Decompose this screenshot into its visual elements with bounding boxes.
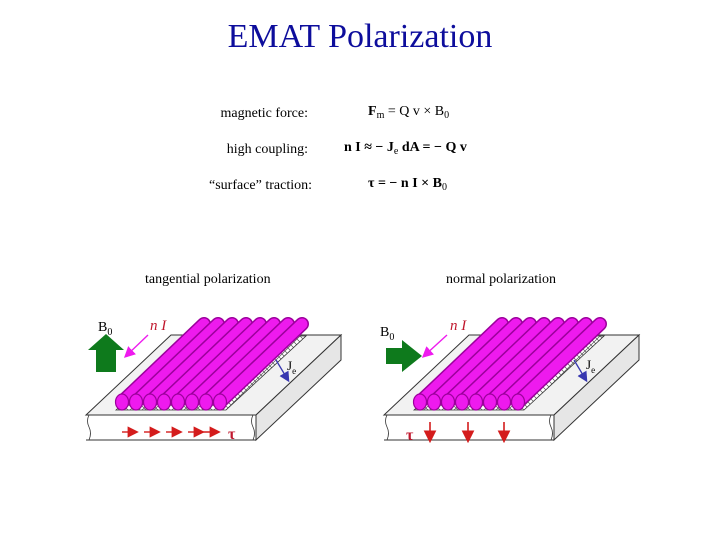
coil-wire-end xyxy=(482,393,498,411)
ni-label-right: n I xyxy=(450,318,467,334)
b0-arrow-right xyxy=(386,340,422,372)
coil-wire xyxy=(426,317,523,411)
coil-wire-end xyxy=(510,393,526,411)
coil-wire-end xyxy=(468,393,484,411)
coil-wire-body xyxy=(144,318,238,408)
b0-label-left: B0 xyxy=(98,320,112,338)
normal-polarization-label: normal polarization xyxy=(446,272,557,287)
break-mark-right xyxy=(251,414,255,441)
coil-wire xyxy=(170,317,267,411)
coil-wire-end xyxy=(426,393,442,411)
coil-wire-end xyxy=(170,393,186,411)
je-label-right: Je xyxy=(586,357,595,375)
coil-wire-body xyxy=(172,318,266,408)
eq1-lhs-sub: m xyxy=(376,110,385,121)
break-mark-right xyxy=(549,414,553,441)
coil-wire-end xyxy=(114,393,130,411)
break-mark-left xyxy=(87,414,91,441)
coil-wire xyxy=(496,317,593,411)
coil-wire xyxy=(156,317,253,411)
coil-wire-body xyxy=(484,318,578,408)
eq-high-coupling: n I ≈ − Je dA = − Q v xyxy=(344,140,467,157)
eq3-text: τ = − n I × B xyxy=(368,176,442,191)
coil-wire-body xyxy=(158,318,252,408)
coil-wire-end xyxy=(454,393,470,411)
eq-label-magnetic-force: magnetic force: xyxy=(220,106,308,121)
eq3-sub: 0 xyxy=(441,182,447,193)
coil-wire xyxy=(440,317,537,411)
eq-label-high-coupling: high coupling: xyxy=(226,142,308,157)
normal-panel xyxy=(382,317,641,444)
coil-wire xyxy=(212,317,309,411)
coil-wire xyxy=(412,317,509,411)
b0-label-right: B0 xyxy=(380,325,394,343)
coil-wire xyxy=(128,317,225,411)
coil-wire-end xyxy=(128,393,144,411)
je-arrow xyxy=(573,359,588,383)
b0-arrow-up xyxy=(88,334,124,372)
eq-magnetic-force: Fm = Q v × B0 xyxy=(368,104,449,121)
coil-wire xyxy=(142,317,239,411)
eq1-lhs: F xyxy=(368,104,377,119)
coil-wire-body xyxy=(442,318,536,408)
coil-wire-body xyxy=(512,318,606,408)
tau-label-left: τ xyxy=(228,426,236,443)
coil-wire-end xyxy=(496,393,512,411)
slab-front-face xyxy=(86,414,257,441)
tangential-polarization-label: tangential polarization xyxy=(145,272,271,287)
coil-wire xyxy=(468,317,565,411)
tangential-panel xyxy=(84,317,343,442)
coil-wire-end xyxy=(440,393,456,411)
tau-label-right: τ xyxy=(406,427,414,444)
ni-arrow xyxy=(421,334,448,358)
coil-wire xyxy=(184,317,281,411)
break-mark-left xyxy=(385,414,389,441)
coil-wire-body xyxy=(214,318,308,408)
coil-wire-body xyxy=(130,318,224,408)
coil-wire xyxy=(482,317,579,411)
coil-wire-body xyxy=(428,318,522,408)
coil-wire xyxy=(114,317,211,411)
coil-wire-body xyxy=(116,318,210,408)
coil-wire xyxy=(510,317,607,411)
coil-wire-body xyxy=(498,318,592,408)
eq2-sub: e xyxy=(393,146,399,157)
eq-label-surface-traction: “surface” traction: xyxy=(209,178,312,193)
coil-wire-end xyxy=(198,393,214,411)
eq1-rhs-sub: 0 xyxy=(444,110,450,121)
eq2-rest: dA = − Q v xyxy=(398,140,467,155)
coil-wire-end xyxy=(212,393,228,411)
coil-wire-body xyxy=(456,318,550,408)
eq1-rhs: = Q v × B xyxy=(387,104,445,119)
coil-wire xyxy=(454,317,551,411)
je-label-left: Je xyxy=(287,358,296,376)
je-arrow xyxy=(275,359,290,383)
ni-label-left: n I xyxy=(150,318,167,334)
coil-wire xyxy=(198,317,295,411)
eq-surface-traction: τ = − n I × B0 xyxy=(368,176,447,193)
coil-wire-body xyxy=(186,318,280,408)
coil-wire-end xyxy=(156,393,172,411)
coil-wire-end xyxy=(412,393,428,411)
coil-wire-end xyxy=(142,393,158,411)
page-title: EMAT Polarization xyxy=(227,18,493,55)
coil-wire-body xyxy=(470,318,564,408)
ni-arrow xyxy=(123,334,149,358)
eq2-text: n I ≈ − J xyxy=(344,140,394,155)
coil-wire-body xyxy=(200,318,294,408)
coil-wire-end xyxy=(184,393,200,411)
coil-wire-body xyxy=(414,318,508,408)
